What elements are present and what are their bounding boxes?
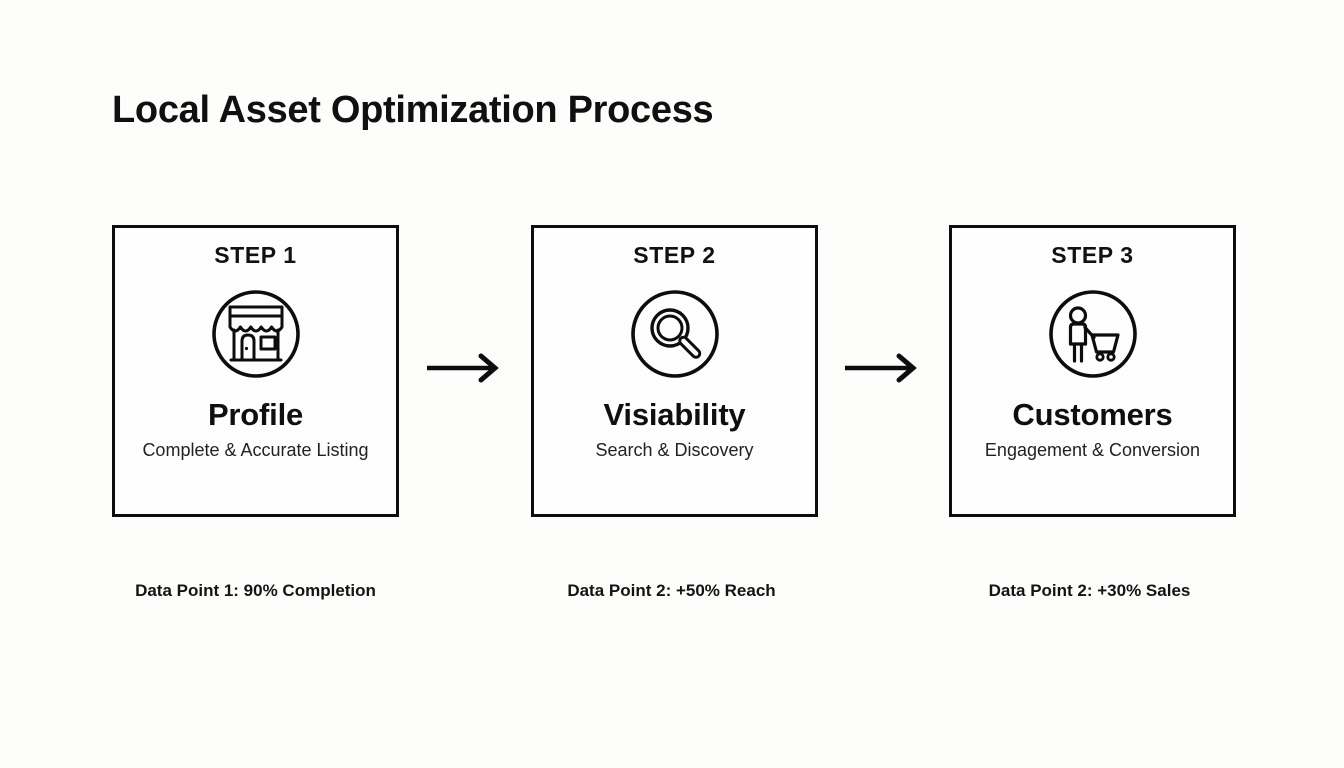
step-subtitle-2: Search & Discovery <box>595 439 754 460</box>
datapoint-1: Data Point 1: 90% Completion <box>135 581 376 600</box>
datapoint-2: Data Point 2: +50% Reach <box>567 581 776 600</box>
step-title-1: Profile <box>207 397 304 432</box>
arrow-right-icon <box>843 351 923 385</box>
datapoint-3: Data Point 2: +30% Sales <box>988 581 1191 600</box>
step-label-1: STEP 1 <box>214 242 297 268</box>
step-title-3: Customers <box>1012 397 1173 432</box>
storefront-icon <box>202 280 310 388</box>
step-card-2[interactable]: STEP 2 Visiability Search & Discovery <box>531 225 818 517</box>
step-card-1[interactable]: STEP 1 Profile Complete & Accurate Listi… <box>112 225 399 517</box>
magnifier-icon <box>621 280 729 388</box>
step-card-3[interactable]: STEP 3 Customers Engagement & Conversion <box>949 225 1236 517</box>
datapoint-row: Data Point 1: 90% Completion Data Point … <box>0 581 1344 607</box>
step-subtitle-1: Complete & Accurate Listing <box>142 439 369 460</box>
step-label-2: STEP 2 <box>633 242 716 268</box>
step-subtitle-3: Engagement & Conversion <box>984 439 1201 460</box>
arrow-right-icon <box>425 351 505 385</box>
process-flow: STEP 1 Profile Complete & Accurate Listi… <box>0 225 1344 525</box>
step-label-3: STEP 3 <box>1051 242 1134 268</box>
step-title-2: Visiability <box>603 397 746 432</box>
shopper-cart-icon <box>1039 280 1147 388</box>
page-title: Local Asset Optimization Process <box>112 89 714 131</box>
